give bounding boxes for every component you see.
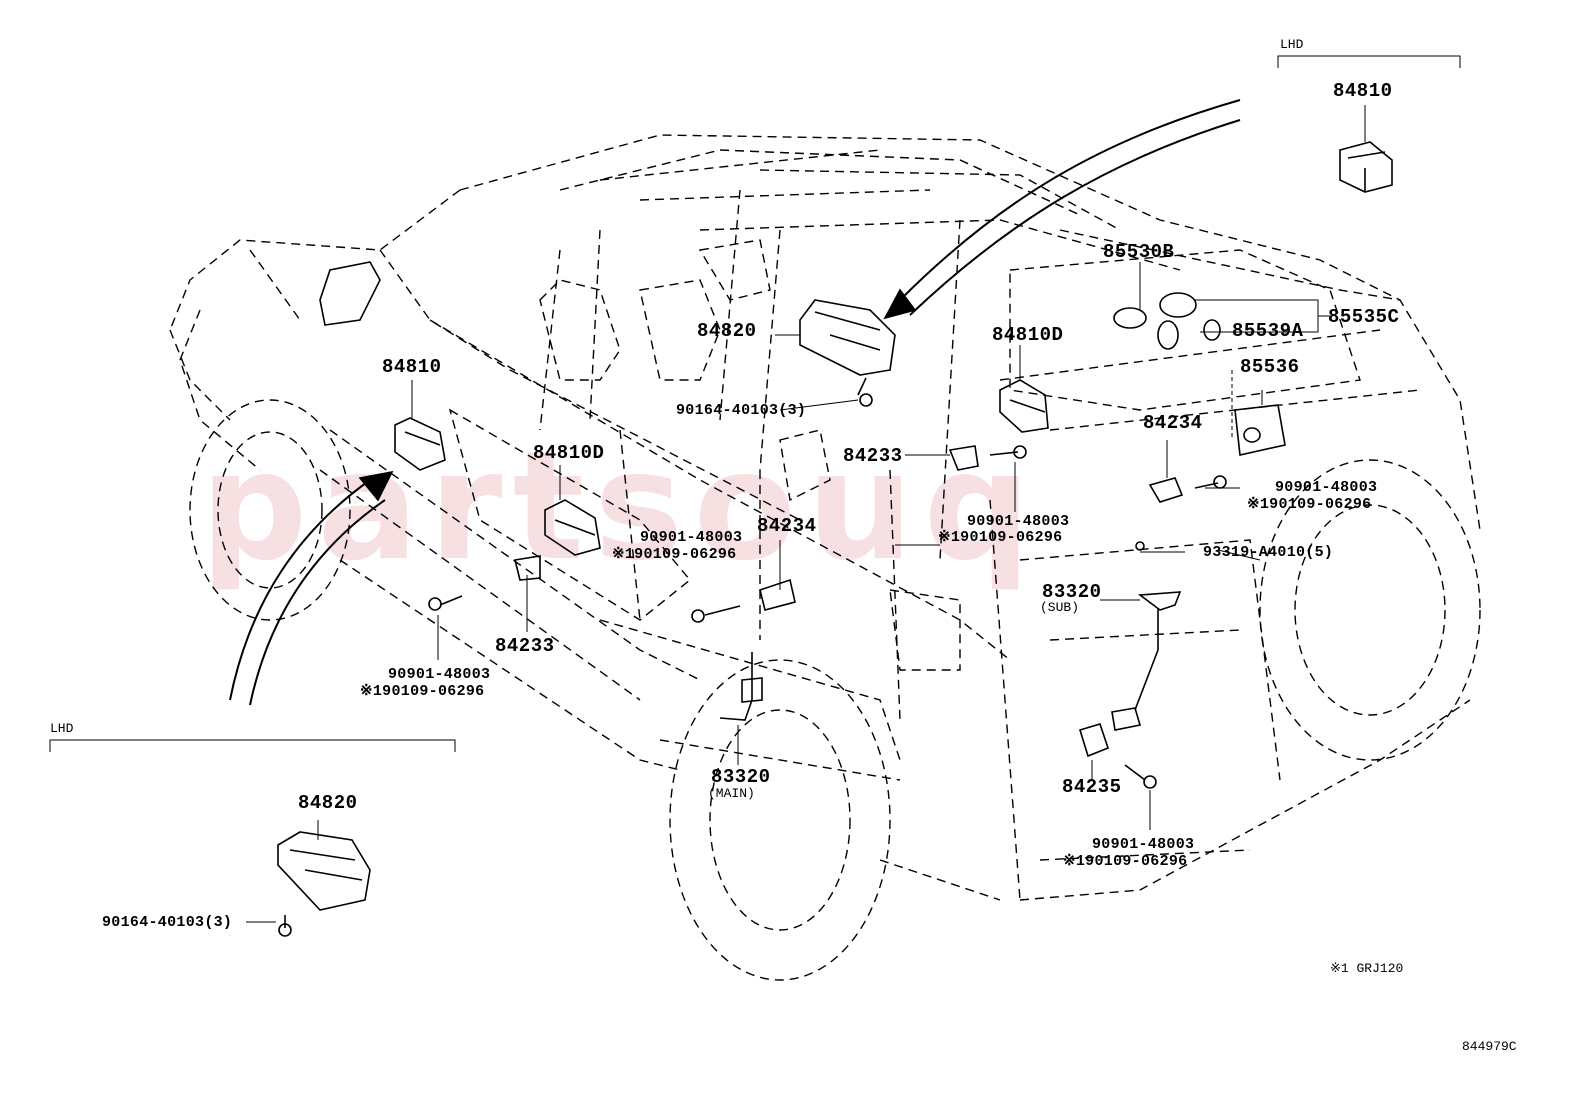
part-label-84820-center[interactable]: 84820 (697, 320, 757, 342)
part-label-85536[interactable]: 85536 (1240, 356, 1300, 378)
footnote: ※1 GRJ120 (1330, 961, 1404, 976)
part-label-bolt-rear-a[interactable]: 90901-48003 (1092, 836, 1195, 853)
part-label-bolt-rear-b[interactable]: ※190109-06296 (1063, 853, 1188, 870)
part-label-bolt-mid-a[interactable]: 90901-48003 (967, 513, 1070, 530)
lhd-label-top: LHD (1280, 37, 1304, 52)
vehicle-outline (169, 134, 1481, 981)
switch-84820-lhd (277, 831, 371, 911)
part-label-84810-lhd[interactable]: 84810 (1333, 80, 1393, 102)
part-label-84810d-right[interactable]: 84810D (992, 324, 1064, 346)
part-label-main: (MAIN) (708, 786, 755, 801)
part-label-bolt-center2-a[interactable]: 90901-48003 (640, 529, 743, 546)
part-label-84235[interactable]: 84235 (1062, 776, 1122, 798)
part-label-84810d-left[interactable]: 84810D (533, 442, 605, 464)
part-label-bolt-center2-b[interactable]: ※190109-06296 (612, 546, 737, 563)
part-label-bolt-lhd[interactable]: 90164-40103(3) (102, 914, 233, 931)
part-label-bolt-right-b[interactable]: ※190109-06296 (1247, 496, 1372, 513)
switch-84810d-right (999, 379, 1049, 433)
part-label-sub: (SUB) (1040, 600, 1080, 615)
watermark: partsouq (200, 420, 1041, 594)
part-label-85530b[interactable]: 85530B (1103, 241, 1175, 263)
switch-84810-left (394, 417, 446, 471)
part-label-84820-lhd[interactable]: 84820 (298, 792, 358, 814)
part-label-bolt-90164-center[interactable]: 90164-40103(3) (676, 402, 807, 419)
lhd-brackets (49, 55, 1461, 752)
diagram-id: 844979C (1462, 1039, 1517, 1054)
part-label-screw-93319[interactable]: 93319-A4010(5) (1203, 544, 1334, 561)
switch-84820-center (799, 299, 896, 376)
part-label-84233-center[interactable]: 84233 (843, 445, 903, 467)
part-label-84234-center[interactable]: 84234 (757, 515, 817, 537)
part-label-85535c[interactable]: 85535C (1328, 306, 1400, 328)
part-label-bolt-right-a[interactable]: 90901-48003 (1275, 479, 1378, 496)
part-label-bolt-left-a[interactable]: 90901-48003 (388, 666, 491, 683)
part-label-bolt-left-b[interactable]: ※190109-06296 (360, 683, 485, 700)
lhd-label-bottom: LHD (50, 721, 74, 736)
part-label-84233-left[interactable]: 84233 (495, 635, 555, 657)
part-label-84810-left[interactable]: 84810 (382, 356, 442, 378)
mirror-shape (319, 261, 381, 326)
switch-84810-lhd (1339, 141, 1393, 193)
part-label-85539a[interactable]: 85539A (1232, 320, 1304, 342)
part-label-84234-right[interactable]: 84234 (1143, 412, 1203, 434)
part-label-bolt-mid-b[interactable]: ※190109-06296 (938, 529, 1063, 546)
part-label-83320-main[interactable]: 83320 (711, 766, 771, 788)
switch-84810d-left (544, 499, 601, 556)
part-label-83320-sub[interactable]: 83320 (1042, 581, 1102, 603)
